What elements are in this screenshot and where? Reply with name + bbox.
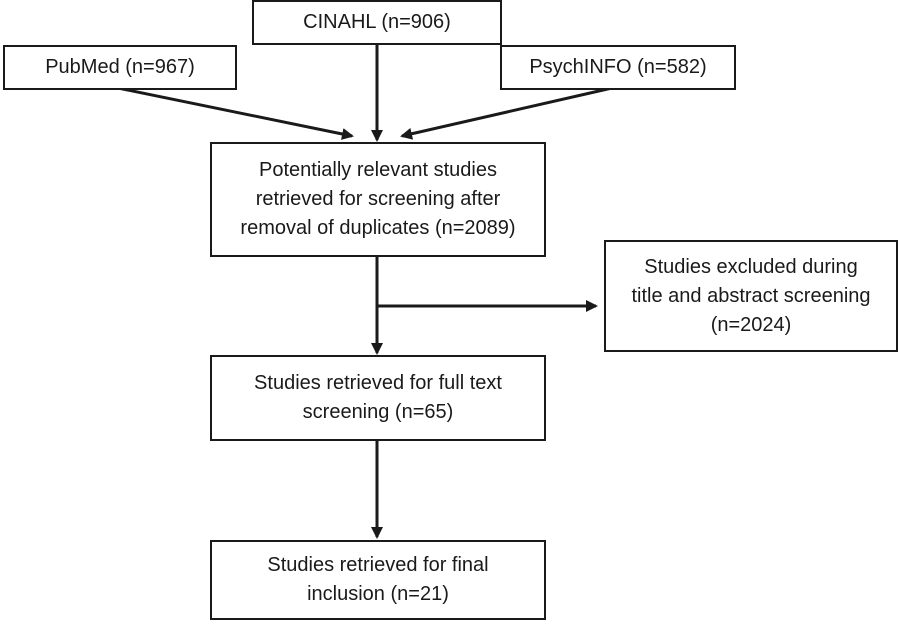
screening-label: Potentially relevant studies retrieved f… (240, 159, 516, 239)
screening-box: Potentially relevant studies retrieved f… (210, 142, 546, 257)
excluded-label: Studies excluded during title and abstra… (631, 255, 871, 336)
fulltext-label: Studies retrieved for full text screenin… (254, 372, 502, 423)
cinahl-box: CINAHL (n=906) (252, 0, 502, 45)
excluded-box: Studies excluded during title and abstra… (604, 240, 898, 352)
final-label: Studies retrieved for final inclusion (n… (267, 554, 489, 605)
cinahl-label: CINAHL (n=906) (303, 11, 451, 33)
arrow-psychinfo-to-screening (400, 86, 613, 140)
arrow-pubmed-to-screening (117, 86, 354, 140)
final-box: Studies retrieved for final inclusion (n… (210, 540, 546, 620)
psychinfo-box: PsychINFO (n=582) (500, 45, 736, 90)
fulltext-box: Studies retrieved for full text screenin… (210, 355, 546, 441)
pubmed-label: PubMed (n=967) (45, 56, 195, 78)
pubmed-box: PubMed (n=967) (3, 45, 237, 90)
psychinfo-label: PsychINFO (n=582) (529, 56, 707, 78)
